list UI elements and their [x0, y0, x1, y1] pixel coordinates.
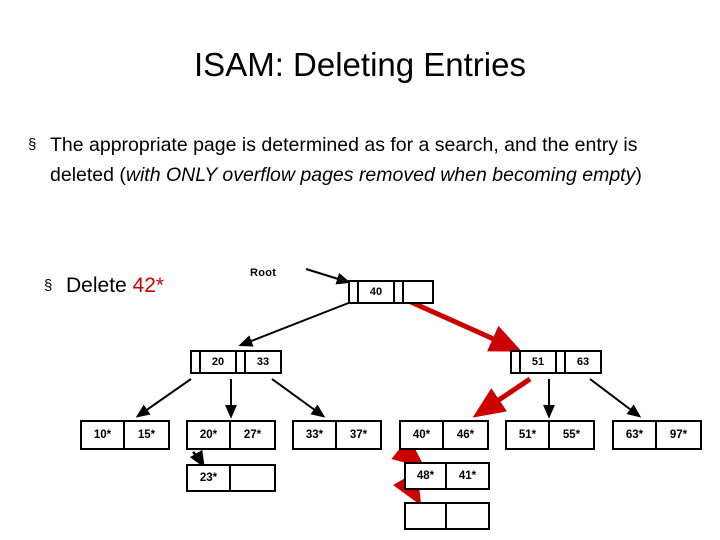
- leaf-4-entry-2: 46*: [456, 429, 475, 441]
- delete-key: 42*: [132, 274, 165, 297]
- page-title: ISAM: Deleting Entries: [194, 46, 526, 83]
- leaf-1-entry-2: 15*: [137, 429, 156, 441]
- root-node-key-40: 40: [359, 282, 395, 302]
- overflow-page-3[interactable]: [404, 502, 490, 530]
- bullet-text-tail: ): [635, 164, 642, 186]
- bullet-item-1-text: The appropriate page is determined as fo…: [50, 130, 704, 190]
- internal-left-pointer-0: [192, 352, 201, 372]
- bullet-item-1: § The appropriate page is determined as …: [28, 130, 704, 190]
- leaf-page-3[interactable]: 33* 37*: [292, 420, 382, 450]
- internal-node-right[interactable]: 51 63: [510, 350, 602, 374]
- leaf-2-entry-1: 20*: [188, 422, 231, 448]
- root-node-pointer-0: [350, 282, 359, 302]
- root-node-empty: [404, 282, 440, 302]
- delete-label: Delete: [66, 274, 133, 297]
- delete-operation: § Delete 42*: [44, 271, 164, 301]
- internal-right-pointer-0: [512, 352, 521, 372]
- bullet-list: § The appropriate page is determined as …: [28, 130, 704, 190]
- leaf-5-entry-2: 55*: [562, 429, 581, 441]
- internal-left-pointer-1: [237, 352, 246, 372]
- leaf-6-entry-1: 63*: [614, 422, 657, 448]
- leaf-page-5[interactable]: 51* 55*: [505, 420, 595, 450]
- bullet-marker-icon: §: [28, 136, 37, 153]
- bullet-marker-icon-2: §: [44, 277, 53, 294]
- edge-root-to-internal-left: [238, 301, 352, 347]
- leaf-5-entry-1: 51*: [507, 422, 550, 448]
- edge-internal-right-to-leaf-4-red: [472, 376, 532, 418]
- internal-left-key-20: 20: [201, 352, 237, 372]
- internal-right-key-63: 63: [566, 352, 602, 372]
- leaf-page-2[interactable]: 20* 27*: [186, 420, 276, 450]
- edge-root-pointer: [305, 268, 351, 285]
- overflow-3-entry-1: [406, 504, 447, 528]
- edge-internal-right-to-leaf-6: [589, 378, 642, 418]
- overflow-3-entry-2: [447, 504, 488, 528]
- root-node[interactable]: 40: [348, 280, 434, 304]
- leaf-page-6[interactable]: 63* 97*: [612, 420, 702, 450]
- overflow-2-entry-1: 48*: [406, 464, 447, 488]
- root-label: Root: [250, 267, 277, 279]
- internal-right-pointer-2: [602, 352, 611, 372]
- internal-left-key-33: 33: [246, 352, 282, 372]
- internal-node-left[interactable]: 20 33: [190, 350, 282, 374]
- overflow-page-1[interactable]: 23*: [186, 464, 276, 492]
- overflow-page-2[interactable]: 48* 41*: [404, 462, 490, 490]
- delete-operation-text: Delete 42*: [66, 271, 164, 301]
- internal-right-pointer-1: [557, 352, 566, 372]
- leaf-1-entry-1: 10*: [82, 422, 125, 448]
- overflow-1-entry-1: 23*: [188, 466, 231, 490]
- internal-right-key-51: 51: [521, 352, 557, 372]
- overflow-1-entry-2: [231, 466, 274, 490]
- leaf-4-entry-1: 40*: [401, 422, 444, 448]
- leaf-page-4[interactable]: 40* 46*: [399, 420, 489, 450]
- leaf-3-entry-2: 37*: [349, 429, 368, 441]
- bullet-text-plain: The appropriate page is determined as fo…: [50, 134, 638, 186]
- root-node-pointer-1: [395, 282, 404, 302]
- internal-left-pointer-2: [282, 352, 291, 372]
- overflow-2-entry-2: 41*: [458, 470, 477, 482]
- bullet-text-italic: with ONLY overflow pages removed when be…: [125, 164, 636, 186]
- leaf-3-entry-1: 33*: [294, 422, 337, 448]
- leaf-page-1[interactable]: 10* 15*: [80, 420, 170, 450]
- edge-internal-left-to-leaf-3: [271, 378, 326, 418]
- edge-internal-left-to-leaf-1: [135, 378, 192, 418]
- leaf-2-entry-2: 27*: [243, 429, 262, 441]
- leaf-6-entry-2: 97*: [669, 429, 688, 441]
